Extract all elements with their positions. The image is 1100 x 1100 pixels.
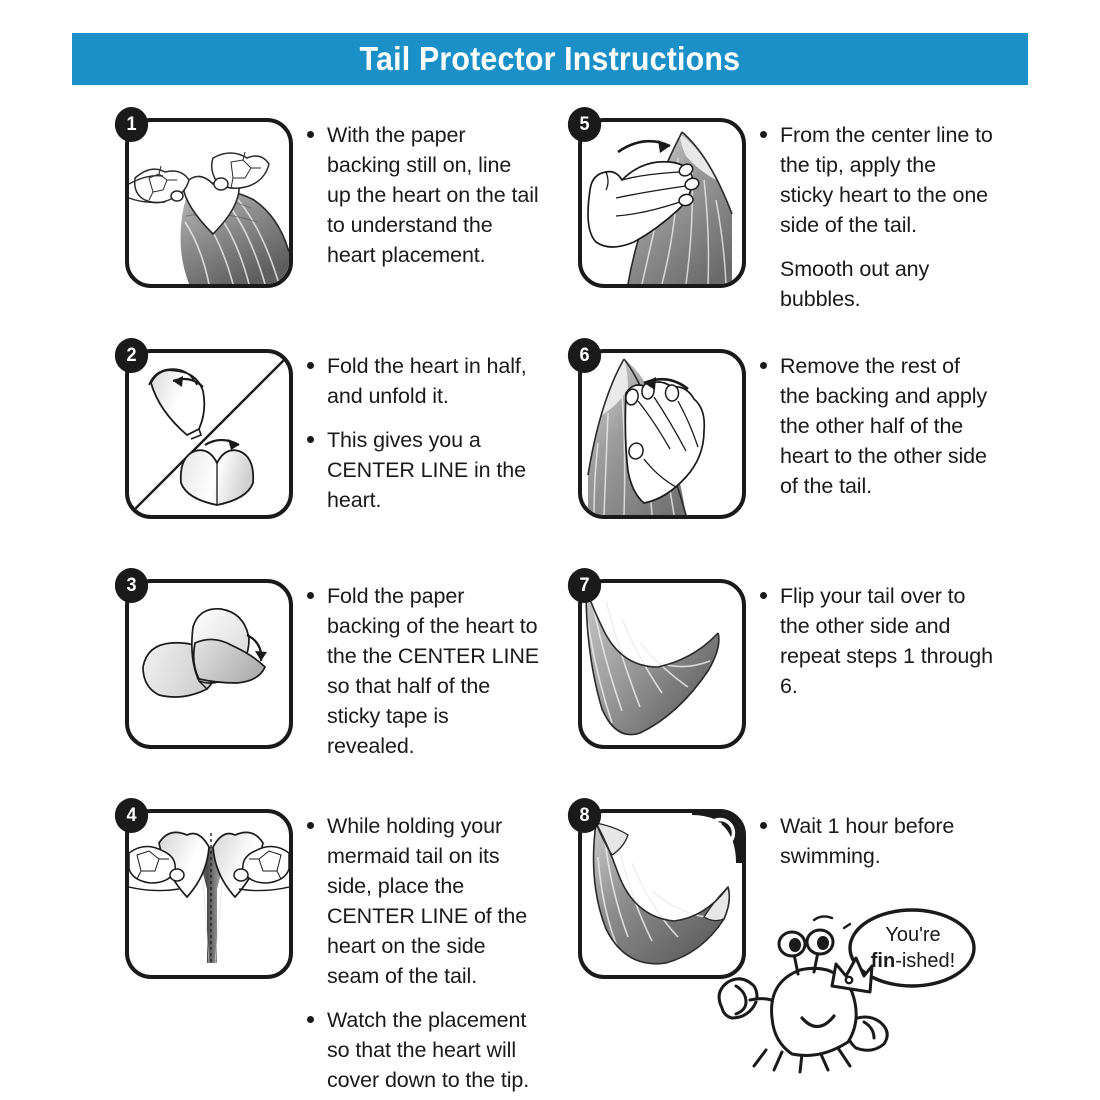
crab-eye-left — [789, 938, 801, 952]
step-5-image-box — [578, 118, 746, 288]
step-4-illustration — [129, 831, 289, 964]
step-2-text: Fold the heart in half, and unfold it. T… — [305, 351, 540, 515]
step-6-illustration — [587, 358, 706, 515]
step-4-number: 4 — [114, 798, 149, 833]
header-banner: Tail Protector Instructions — [72, 33, 1028, 85]
step-7-image-box — [578, 579, 746, 749]
bullet-dot-icon — [760, 822, 767, 829]
step-2-number: 2 — [114, 338, 149, 373]
bullet-dot-icon — [307, 1016, 314, 1023]
step-1-image-box — [125, 118, 293, 288]
bullet-dot-icon — [760, 592, 767, 599]
bullet-dot-icon — [760, 362, 767, 369]
mascot-area: You're fin-ished! — [716, 900, 1026, 1075]
bullet-dot-icon — [760, 131, 767, 138]
bullet-item: Fold the heart in half, and unfold it. — [305, 351, 540, 411]
step-6-text: Remove the rest of the backing and apply… — [758, 351, 993, 501]
step-5-illustration — [587, 131, 733, 284]
bullet-item: This gives you a CENTER LINE in the hear… — [305, 425, 540, 515]
step-3-illustration — [142, 607, 267, 698]
step-5-number: 5 — [567, 107, 602, 142]
step-5-text: From the center line to the tip, apply t… — [758, 120, 993, 328]
crab-mascot-illustration — [717, 908, 976, 1074]
step-7-illustration — [585, 588, 720, 736]
page-title: Tail Protector Instructions — [359, 40, 741, 77]
speech-line-2: fin-ished! — [848, 948, 978, 974]
bullet-dot-icon — [307, 592, 314, 599]
bullet-item: With the paper backing still on, line up… — [305, 120, 540, 270]
step-4-text: While holding your mermaid tail on its s… — [305, 811, 540, 1095]
bullet-item: From the center line to the tip, apply t… — [758, 120, 993, 240]
speech-rest-word: -ished! — [895, 950, 956, 972]
bullet-dot-icon — [307, 822, 314, 829]
step-3-number: 3 — [114, 568, 149, 603]
bullet-item: Flip your tail over to the other side an… — [758, 581, 993, 701]
step-8-illustration — [592, 822, 731, 965]
speech-bubble-text: You're fin-ished! — [848, 922, 978, 974]
step-1-number: 1 — [114, 107, 149, 142]
step-8-image-box — [578, 809, 746, 979]
step-6-number: 6 — [567, 338, 602, 373]
bullet-item: While holding your mermaid tail on its s… — [305, 811, 540, 991]
bullet-dot-icon — [307, 362, 314, 369]
step-1-illustration — [129, 151, 289, 284]
bullet-item: Remove the rest of the backing and apply… — [758, 351, 993, 501]
step-6-image-box — [578, 349, 746, 519]
step-3-text: Fold the paper backing of the heart to t… — [305, 581, 540, 761]
bullet-item: Watch the placement so that the heart wi… — [305, 1005, 540, 1095]
step-8-number: 8 — [567, 798, 602, 833]
note-item: Smooth out any bubbles. — [780, 257, 930, 311]
step-2-image-box — [125, 349, 293, 519]
step-3-image-box — [125, 579, 293, 749]
step-2-illustration — [132, 358, 286, 512]
step-1-text: With the paper backing still on, line up… — [305, 120, 540, 270]
bullet-item: Wait 1 hour before swimming. — [758, 811, 993, 871]
speech-bold-word: fin — [870, 950, 896, 972]
clock-icon — [692, 813, 742, 863]
crab-eye-right — [817, 936, 829, 950]
step-7-number: 7 — [567, 568, 602, 603]
step-4-image-box — [125, 809, 293, 979]
bullet-dot-icon — [307, 436, 314, 443]
step-7-text: Flip your tail over to the other side an… — [758, 581, 993, 701]
bullet-item: Fold the paper backing of the heart to t… — [305, 581, 540, 761]
step-8-text: Wait 1 hour before swimming. — [758, 811, 993, 871]
bullet-dot-icon — [307, 131, 314, 138]
speech-line-1: You're — [885, 924, 941, 946]
